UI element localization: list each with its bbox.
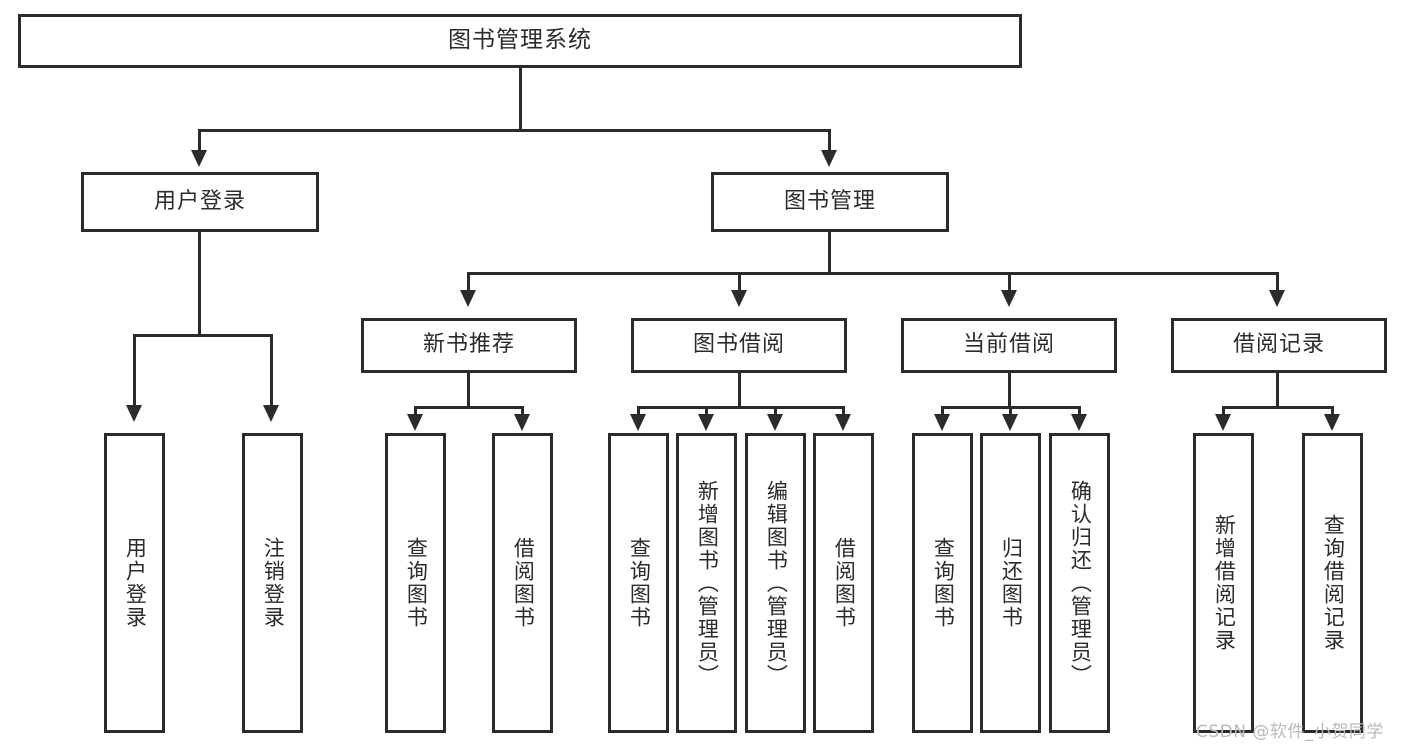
leaf-label: 查询借阅记录 (1321, 514, 1346, 652)
arrow-br-to-leaf-1 (1215, 414, 1231, 431)
edge-user-login-to-leaf-1 (133, 334, 136, 410)
leaf-user-login[interactable]: 用户登录 (104, 433, 165, 733)
arrow-nbr-to-leaf-1 (407, 414, 423, 431)
node-book-borrow[interactable]: 图书借阅 (631, 318, 847, 373)
edge-nbr-stem (467, 373, 470, 408)
leaf-label: 查询图书 (931, 537, 956, 629)
edge-cb-stem (1008, 373, 1011, 408)
edge-bm-to-new-book (467, 272, 470, 294)
arrow-root-to-book-management (821, 150, 837, 167)
edge-bb-to-leaf-1 (637, 406, 640, 418)
leaf-label: 用户登录 (123, 537, 148, 629)
edge-user-login-to-leaf-2 (270, 334, 273, 410)
arrow-bm-to-current-borrow (1001, 290, 1017, 307)
arrow-br-to-leaf-2 (1324, 414, 1340, 431)
arrow-bb-to-leaf-3 (767, 414, 783, 431)
node-label: 用户登录 (153, 188, 246, 214)
arrow-user-login-to-leaf-2 (263, 405, 279, 422)
leaf-label: 归还图书 (999, 537, 1024, 629)
leaf-label: 借阅图书 (511, 537, 536, 629)
edge-nbr-to-leaf-1 (414, 406, 417, 418)
edge-nbr-to-leaf-2 (521, 406, 524, 418)
edge-br-to-leaf-2 (1331, 406, 1334, 418)
leaf-label: 借阅图书 (832, 537, 857, 629)
node-root-book-management-system[interactable]: 图书管理系统 (18, 14, 1022, 68)
node-label: 新书推荐 (422, 332, 515, 358)
edge-bb-to-leaf-3 (774, 406, 777, 418)
arrow-bm-to-new-book (460, 290, 476, 307)
leaf-query-book-cb[interactable]: 查询图书 (912, 433, 973, 733)
node-current-borrow[interactable]: 当前借阅 (901, 318, 1117, 373)
leaf-label: 新增借阅记录 (1212, 514, 1237, 652)
edge-root-stem (519, 68, 522, 131)
edge-br-bus (1222, 406, 1334, 409)
node-borrow-records[interactable]: 借阅记录 (1171, 318, 1387, 373)
arrow-nbr-to-leaf-2 (514, 414, 530, 431)
edge-bb-to-leaf-4 (842, 406, 845, 418)
node-new-book-recommend[interactable]: 新书推荐 (361, 318, 577, 373)
leaf-confirm-return-admin[interactable]: 确认归还（管理员） (1049, 433, 1110, 733)
leaf-label: 确认归还（管理员） (1068, 479, 1093, 687)
leaf-label: 注销登录 (261, 537, 286, 629)
arrow-bb-to-leaf-2 (698, 414, 714, 431)
leaf-label: 编辑图书（管理员） (764, 479, 789, 687)
node-user-login[interactable]: 用户登录 (81, 172, 319, 232)
edge-root-bus (198, 129, 831, 132)
edge-nbr-bus (414, 406, 524, 409)
leaf-edit-book-admin[interactable]: 编辑图书（管理员） (745, 433, 806, 733)
arrow-user-login-to-leaf-1 (126, 405, 142, 422)
edge-bm-to-book-borrow (738, 272, 741, 294)
edge-cb-to-leaf-2 (1009, 406, 1012, 418)
edge-bb-to-leaf-2 (705, 406, 708, 418)
leaf-label: 查询图书 (627, 537, 652, 629)
edge-bm-to-borrow-records (1276, 272, 1279, 294)
edge-book-management-bus (467, 272, 1279, 275)
edge-bb-bus (637, 406, 845, 409)
node-label: 图书借阅 (692, 332, 785, 358)
edge-book-management-stem (828, 232, 831, 274)
node-label: 当前借阅 (962, 332, 1055, 358)
arrow-root-to-user-login (191, 150, 207, 167)
edge-user-login-stem (198, 232, 201, 336)
node-label: 图书管理系统 (448, 27, 592, 54)
node-label: 图书管理 (783, 188, 876, 214)
leaf-add-borrow-record[interactable]: 新增借阅记录 (1193, 433, 1254, 733)
edge-cb-to-leaf-3 (1078, 406, 1081, 418)
edge-br-to-leaf-1 (1222, 406, 1225, 418)
arrow-bb-to-leaf-4 (835, 414, 851, 431)
arrow-bm-to-borrow-records (1269, 290, 1285, 307)
leaf-logout[interactable]: 注销登录 (242, 433, 303, 733)
arrow-cb-to-leaf-3 (1071, 414, 1087, 431)
leaf-borrow-book-bb[interactable]: 借阅图书 (813, 433, 874, 733)
arrow-cb-to-leaf-1 (934, 414, 950, 431)
arrow-bm-to-book-borrow (731, 290, 747, 307)
arrow-bb-to-leaf-1 (630, 414, 646, 431)
csdn-watermark: CSDN @软件_小贺同学 (1196, 722, 1384, 742)
arrow-cb-to-leaf-2 (1002, 414, 1018, 431)
leaf-query-borrow-record[interactable]: 查询借阅记录 (1302, 433, 1363, 733)
node-book-management[interactable]: 图书管理 (711, 172, 949, 232)
node-label: 借阅记录 (1232, 332, 1325, 358)
edge-bm-to-current-borrow (1008, 272, 1011, 294)
leaf-label: 查询图书 (404, 537, 429, 629)
leaf-query-book-bb[interactable]: 查询图书 (608, 433, 669, 733)
leaf-add-book-admin[interactable]: 新增图书（管理员） (676, 433, 737, 733)
edge-cb-to-leaf-1 (941, 406, 944, 418)
leaf-borrow-book-nbr[interactable]: 借阅图书 (492, 433, 553, 733)
leaf-return-book[interactable]: 归还图书 (980, 433, 1041, 733)
edge-user-login-bus (133, 334, 273, 337)
edge-br-stem (1276, 373, 1279, 408)
edge-bb-stem (738, 373, 741, 408)
edge-root-to-user-login (198, 129, 201, 154)
edge-root-to-book-management (828, 129, 831, 154)
leaf-query-book-nbr[interactable]: 查询图书 (385, 433, 446, 733)
leaf-label: 新增图书（管理员） (695, 479, 720, 687)
